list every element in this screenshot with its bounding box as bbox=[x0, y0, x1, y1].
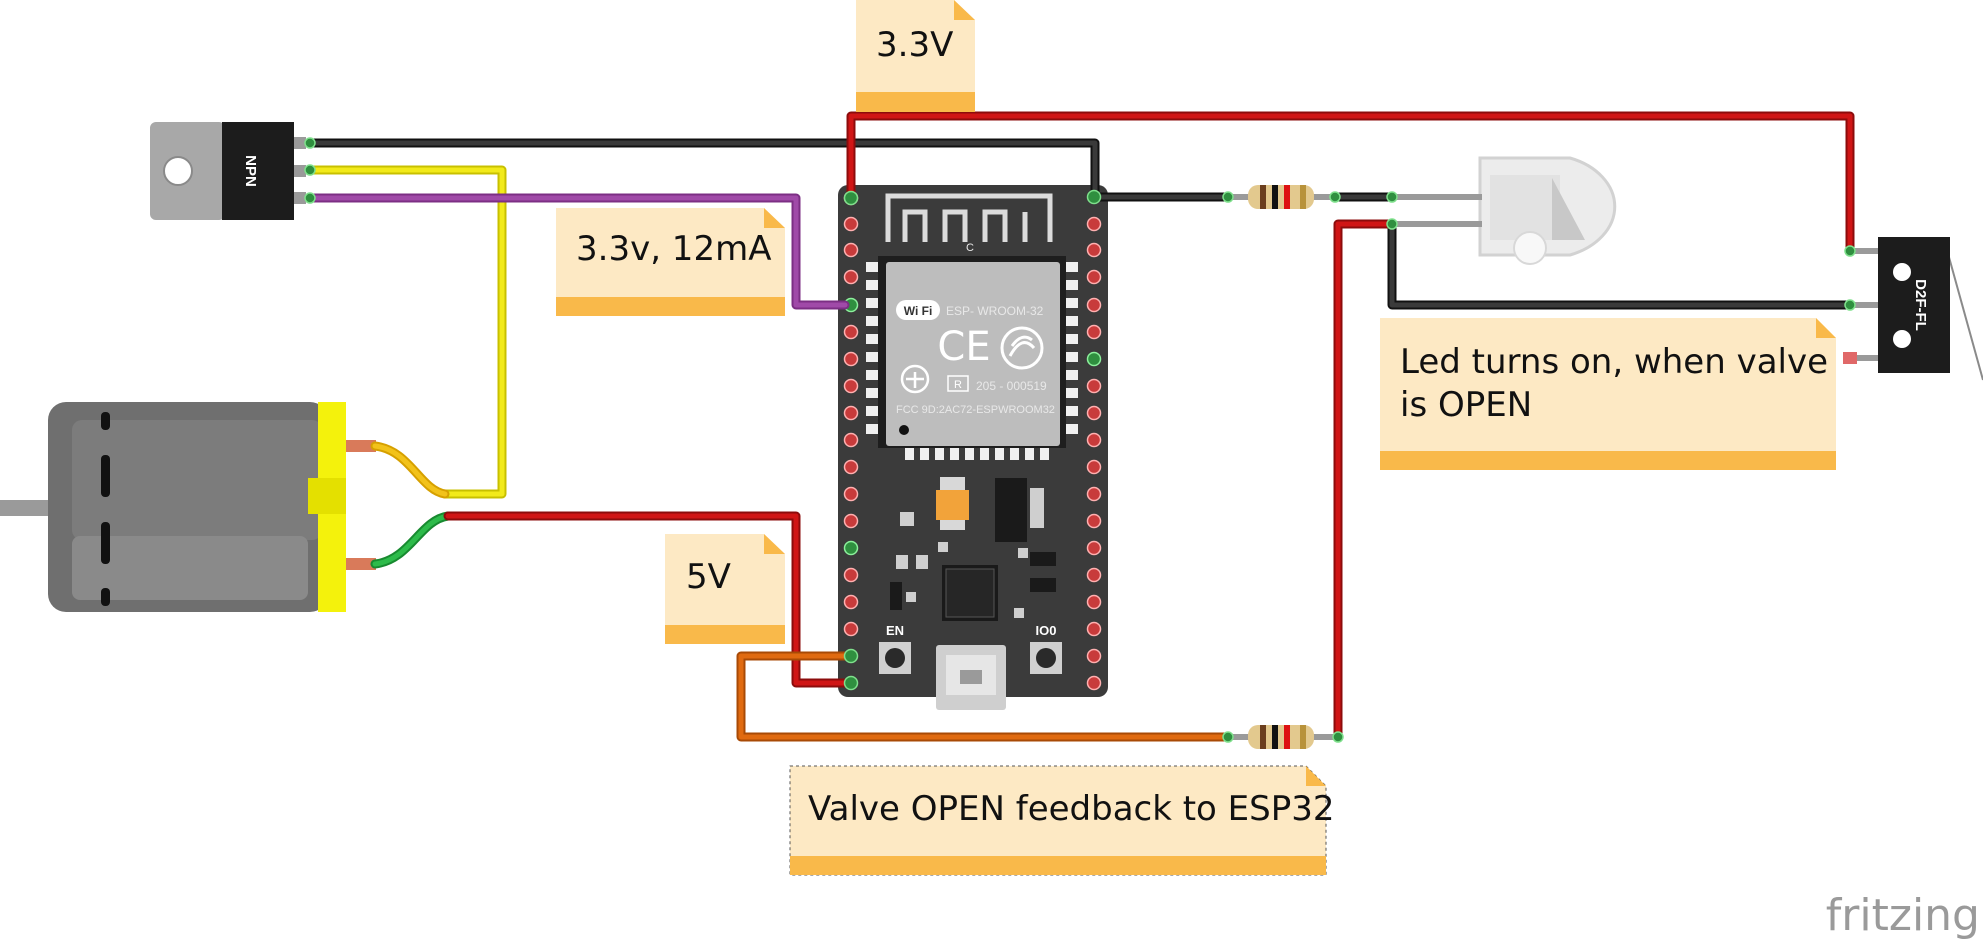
io0-button-label: IO0 bbox=[1036, 623, 1057, 638]
right-header-pins bbox=[1086, 216, 1102, 691]
module-code: 205 - 000519 bbox=[976, 379, 1047, 393]
note-feedback-text: Valve OPEN feedback to ESP32 bbox=[808, 789, 1335, 829]
note-feedback: Valve OPEN feedback to ESP32 bbox=[789, 765, 1335, 876]
dc-motor bbox=[0, 402, 376, 612]
rf-compliance-icon bbox=[1000, 326, 1044, 370]
resistor-top bbox=[1228, 185, 1335, 209]
wifi-logo-icon: Wi Fi bbox=[896, 300, 940, 320]
module-name: ESP- WROOM-32 bbox=[946, 304, 1044, 318]
fritzing-logo: fritzing bbox=[1826, 890, 1980, 941]
micro-usb-port bbox=[936, 645, 1006, 710]
wire-joints bbox=[304, 137, 1856, 743]
note-led-line-1: Led turns on, when valve bbox=[1400, 342, 1828, 382]
wires bbox=[305, 111, 1855, 742]
module-r-mark: R bbox=[954, 379, 962, 391]
limit-switch: D2F-FL bbox=[1843, 237, 1983, 381]
resistor-bottom bbox=[1228, 725, 1338, 749]
note-led: Led turns on, when valve is OPEN bbox=[1380, 318, 1836, 470]
note-3v3: 3.3V bbox=[856, 0, 975, 112]
left-header-pins bbox=[843, 190, 859, 637]
npn-transistor: NPN bbox=[150, 122, 306, 220]
module-fcc: FCC 9D:2AC72-ESPWROOM32 bbox=[896, 404, 1055, 416]
note-3v3-12ma: 3.3v, 12mA bbox=[556, 208, 785, 316]
en-button[interactable] bbox=[879, 642, 911, 674]
note-5v-text: 5V bbox=[686, 557, 731, 597]
antenna-mark: C bbox=[966, 242, 974, 254]
white-led bbox=[1385, 156, 1617, 265]
transistor-label: NPN bbox=[242, 155, 259, 187]
esp32-board: C Wi Fi ESP- WROOM-32 CE bbox=[838, 185, 1108, 710]
note-3v3-text: 3.3V bbox=[876, 25, 953, 65]
note-led-line-2: is OPEN bbox=[1400, 385, 1532, 425]
io0-button[interactable] bbox=[1030, 642, 1062, 674]
telec-mark-icon bbox=[900, 364, 930, 394]
en-button-label: EN bbox=[886, 623, 904, 638]
wifi-label: Wi Fi bbox=[904, 304, 933, 318]
switch-label: D2F-FL bbox=[1912, 279, 1929, 331]
note-3v3-12ma-text: 3.3v, 12mA bbox=[576, 229, 771, 269]
ce-mark: CE bbox=[937, 324, 990, 370]
note-5v: 5V bbox=[665, 534, 785, 644]
